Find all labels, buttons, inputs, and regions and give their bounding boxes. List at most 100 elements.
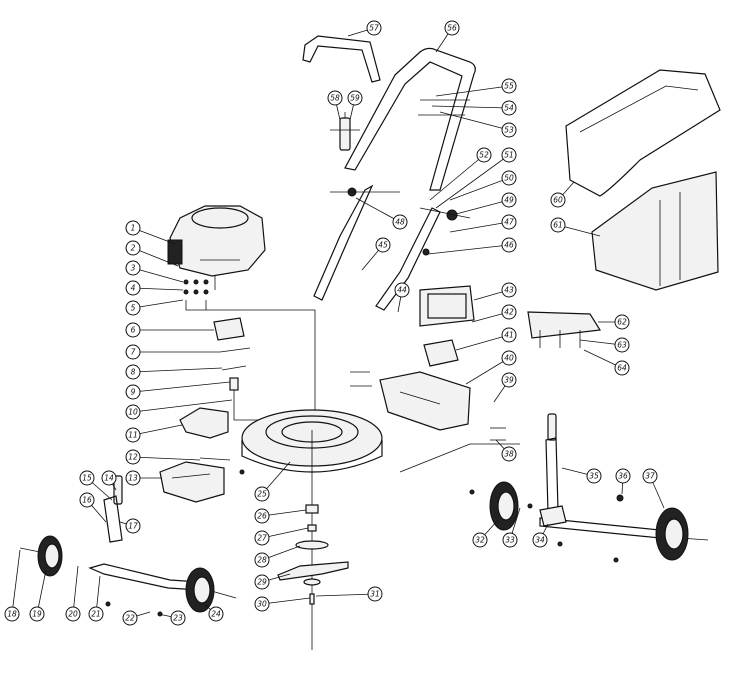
callout-circle-17 [125, 518, 141, 534]
leader-line-53 [439, 111, 510, 131]
callout-label-22: 22 [125, 614, 135, 623]
callout-48: 48 [392, 214, 408, 230]
callout-20: 20 [65, 606, 81, 622]
leader-line-20 [72, 565, 79, 615]
leader-line-12 [132, 456, 201, 461]
callout-5: 5 [125, 300, 141, 316]
throttle-bracket [213, 317, 268, 421]
leader-line-10 [132, 399, 233, 413]
callout-label-58: 58 [330, 94, 340, 103]
callout-56: 56 [444, 20, 460, 36]
callout-label-17: 17 [128, 522, 138, 531]
leader-line-50 [449, 177, 510, 201]
callout-23: 23 [170, 610, 186, 626]
small-hardware [105, 371, 624, 617]
callout-circle-57 [366, 20, 382, 36]
handle-clamp-parts [330, 112, 360, 151]
callout-10: 10 [125, 404, 141, 420]
callout-circle-19 [29, 606, 45, 622]
front-right-wheel [185, 567, 215, 613]
leader-line-9 [132, 381, 231, 393]
height-adjust-lever-rear [399, 413, 567, 527]
callout-circle-32 [472, 532, 488, 548]
rear-left-wheel [489, 481, 519, 531]
callout-label-61: 61 [553, 221, 563, 230]
callout-circle-5 [125, 300, 141, 316]
callout-41: 41 [501, 327, 517, 343]
callout-circle-40 [501, 350, 517, 366]
callout-55: 55 [501, 78, 517, 94]
engine-bolts [183, 279, 316, 430]
callout-circle-47 [501, 214, 517, 230]
callout-circle-23 [170, 610, 186, 626]
leader-line-2 [132, 247, 179, 267]
callout-label-55: 55 [504, 82, 514, 91]
callout-circle-61 [550, 217, 566, 233]
leader-line-30 [261, 597, 311, 605]
callout-43: 43 [501, 282, 517, 298]
callout-circle-54 [501, 100, 517, 116]
callout-label-23: 23 [173, 614, 183, 623]
callout-label-7: 7 [131, 348, 136, 357]
callout-circle-38 [501, 446, 517, 462]
callout-circle-28 [254, 552, 270, 568]
callout-circle-30 [254, 596, 270, 612]
callout-label-57: 57 [369, 24, 379, 33]
handle-knobs [330, 187, 471, 256]
callout-60: 60 [550, 192, 566, 208]
callout-14: 14 [101, 470, 117, 486]
leader-line-52 [429, 154, 485, 201]
callout-circle-24 [208, 606, 224, 622]
callout-51: 51 [501, 147, 517, 163]
leader-line-40 [465, 357, 510, 385]
lower-handle-left [313, 184, 374, 301]
callout-circle-9 [125, 384, 141, 400]
callout-label-28: 28 [257, 556, 267, 565]
leader-line-48 [355, 197, 401, 223]
callout-36: 36 [615, 468, 631, 484]
callout-label-46: 46 [504, 241, 514, 250]
callout-6: 6 [125, 322, 141, 338]
callout-label-19: 19 [32, 610, 42, 619]
callout-label-60: 60 [553, 196, 563, 205]
callout-circle-15 [79, 470, 95, 486]
callout-circle-16 [79, 492, 95, 508]
callout-13: 13 [125, 470, 141, 486]
callout-label-62: 62 [617, 318, 627, 327]
callout-37: 37 [642, 468, 658, 484]
callout-label-26: 26 [257, 512, 267, 521]
height-adjust-lever-front [103, 475, 123, 543]
callout-24: 24 [208, 606, 224, 622]
callout-57: 57 [366, 20, 382, 36]
callout-circle-39 [501, 372, 517, 388]
leader-line-31 [315, 593, 376, 597]
callout-25: 25 [254, 486, 270, 502]
leader-line-54 [431, 105, 510, 109]
callout-label-50: 50 [504, 174, 514, 183]
callout-label-38: 38 [504, 450, 514, 459]
callout-15: 15 [79, 470, 95, 486]
callout-circle-53 [501, 122, 517, 138]
leader-line-49 [455, 199, 510, 215]
callout-63: 63 [614, 337, 630, 353]
callout-circle-36 [615, 468, 631, 484]
callout-label-34: 34 [535, 536, 545, 545]
callout-58: 58 [327, 90, 343, 106]
callout-circle-10 [125, 404, 141, 420]
callout-label-20: 20 [68, 610, 78, 619]
leader-line-41 [455, 334, 510, 351]
leader-line-3 [132, 267, 184, 283]
callout-label-56: 56 [447, 24, 457, 33]
callout-circle-63 [614, 337, 630, 353]
callout-label-43: 43 [504, 286, 514, 295]
callout-label-47: 47 [504, 218, 514, 227]
callout-label-63: 63 [617, 341, 627, 350]
callout-3: 3 [125, 260, 141, 276]
callout-11: 11 [125, 427, 141, 443]
callout-label-52: 52 [479, 151, 489, 160]
callout-circle-59 [347, 90, 363, 106]
callout-label-18: 18 [7, 610, 17, 619]
callout-circle-58 [327, 90, 343, 106]
callout-4: 4 [125, 280, 141, 296]
callout-61: 61 [550, 217, 566, 233]
